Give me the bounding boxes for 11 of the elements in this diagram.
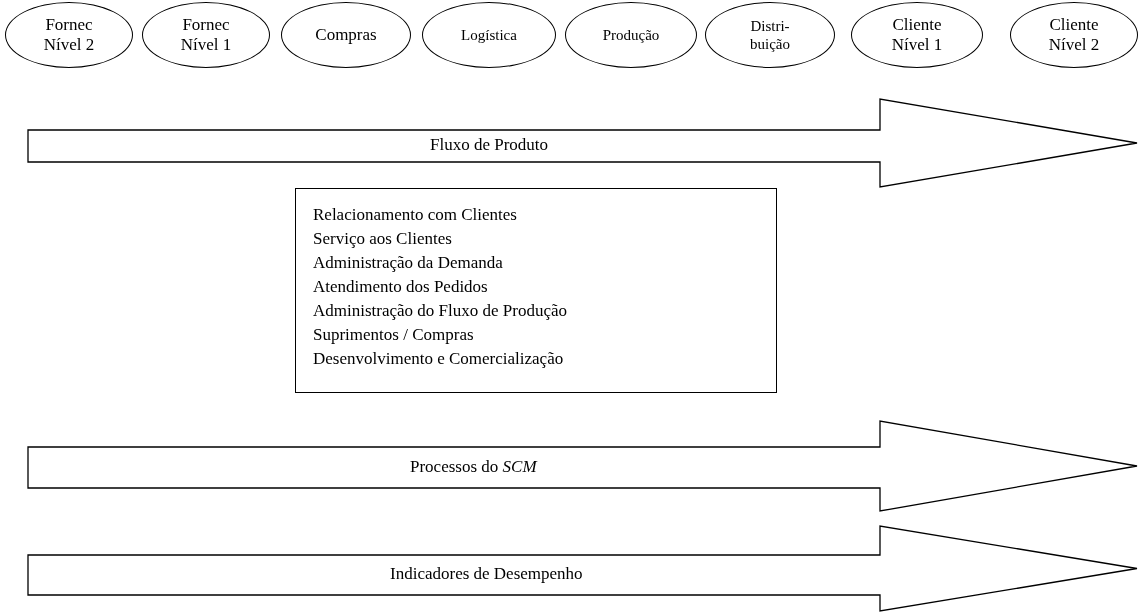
list-item: Desenvolvimento e Comercialização xyxy=(313,348,564,370)
list-item: Administração do Fluxo de Produção xyxy=(313,300,567,322)
list-box xyxy=(295,188,777,393)
arrow-label: Processos do SCM xyxy=(410,456,537,477)
list-item: Administração da Demanda xyxy=(313,252,503,274)
list-item: Relacionamento com Clientes xyxy=(313,204,517,226)
arrow-label: Indicadores de Desempenho xyxy=(390,564,583,584)
list-item: Atendimento dos Pedidos xyxy=(313,276,488,298)
arrow-label: Fluxo de Produto xyxy=(430,135,549,155)
list-item: Suprimentos / Compras xyxy=(313,324,474,346)
list-item: Serviço aos Clientes xyxy=(313,228,452,250)
